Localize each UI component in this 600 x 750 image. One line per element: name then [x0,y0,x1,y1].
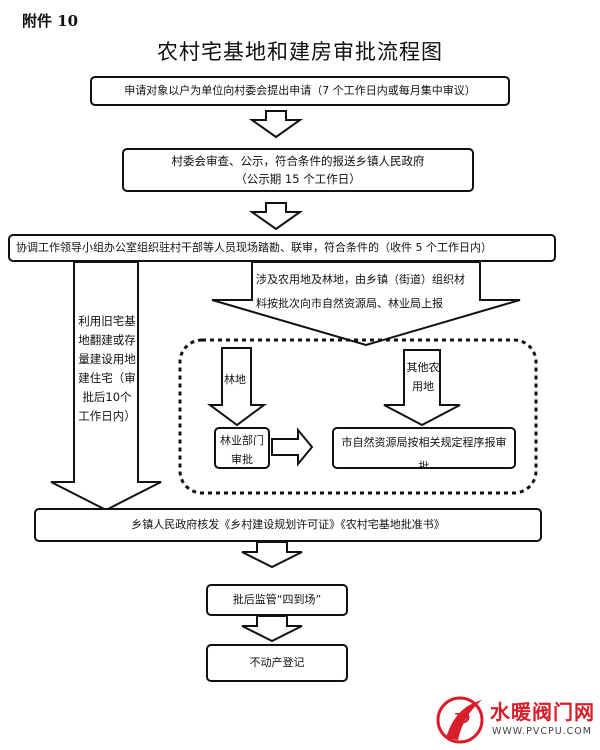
forestry-dept-box: 林业部门审批 [214,427,270,469]
down-arrow-2 [248,202,304,231]
other-farmland-arrow [383,349,461,427]
supervision-box: 批后监管“四到场” [206,584,348,616]
village-review-box: 村委会审查、公示，符合条件的报送乡镇人民政府 （公示期 15 个工作日） [122,148,474,192]
coordination-box: 协调工作领导小组办公室组织驻村干部等人员现场踏勘、联审，符合条件的（收件 5 个… [8,234,556,262]
down-arrow-1 [248,110,304,139]
page-title: 农村宅基地和建房审批流程图 [157,40,443,64]
watermark-logo-icon: P [436,696,484,744]
township-issue-text: 乡镇人民政府核发《乡村建设规划许可证》《农村宅基地批准书》 [131,518,445,531]
resource-bureau-text: 市自然资源局按相关规定程序报审批 [341,436,507,469]
other-farmland-label: 其他农用地 [406,361,440,393]
svg-text:P: P [451,709,470,739]
registration-box: 不动产登记 [206,644,348,682]
watermark-url: WWW.PVCPU.COM [492,726,592,737]
forestry-dept-text: 林业部门审批 [220,434,264,466]
right-arrow [271,427,314,467]
supervision-text: 批后监管“四到场” [232,593,322,606]
farmland-note: 涉及农用地及林地，由乡镇（街道）组织材料按批次向市自然资源局、林业局上报 [256,273,465,310]
coordination-text: 协调工作领导小组办公室组织驻村干部等人员现场踏勘、联审，符合条件的（收件 5 个… [16,241,492,254]
down-arrow-4 [241,615,303,643]
township-issue-box: 乡镇人民政府核发《乡村建设规划许可证》《农村宅基地批准书》 [34,508,542,542]
watermark-brand: 水暖阀门网 [490,700,595,724]
registration-text: 不动产登记 [249,656,305,669]
old-site-arrow [50,261,162,512]
apply-step-box: 申请对象以户为单位向村委会提出申请（7 个工作日内或每月集中审议） [90,76,510,106]
old-site-text: 利用旧宅基地翻建或存量建设用地建住宅（审批后10个工作日内） [78,314,136,423]
approval-dashed-region [178,338,538,495]
farmland-funnel-arrow [211,261,521,347]
village-review-line1: 村委会审查、公示，符合条件的报送乡镇人民政府 [171,154,425,168]
village-review-line2: （公示期 15 个工作日） [235,171,361,186]
watermark: P 水暖阀门网 WWW.PVCPU.COM [432,690,600,750]
resource-bureau-box: 市自然资源局按相关规定程序报审批 [332,427,516,469]
down-arrow-3 [241,541,303,569]
attachment-label: 附件 10 [22,12,79,30]
forest-label: 林地 [224,373,246,386]
apply-step-text: 申请对象以户为单位向村委会提出申请（7 个工作日内或每月集中审议） [124,84,476,97]
forest-arrow [206,347,268,427]
